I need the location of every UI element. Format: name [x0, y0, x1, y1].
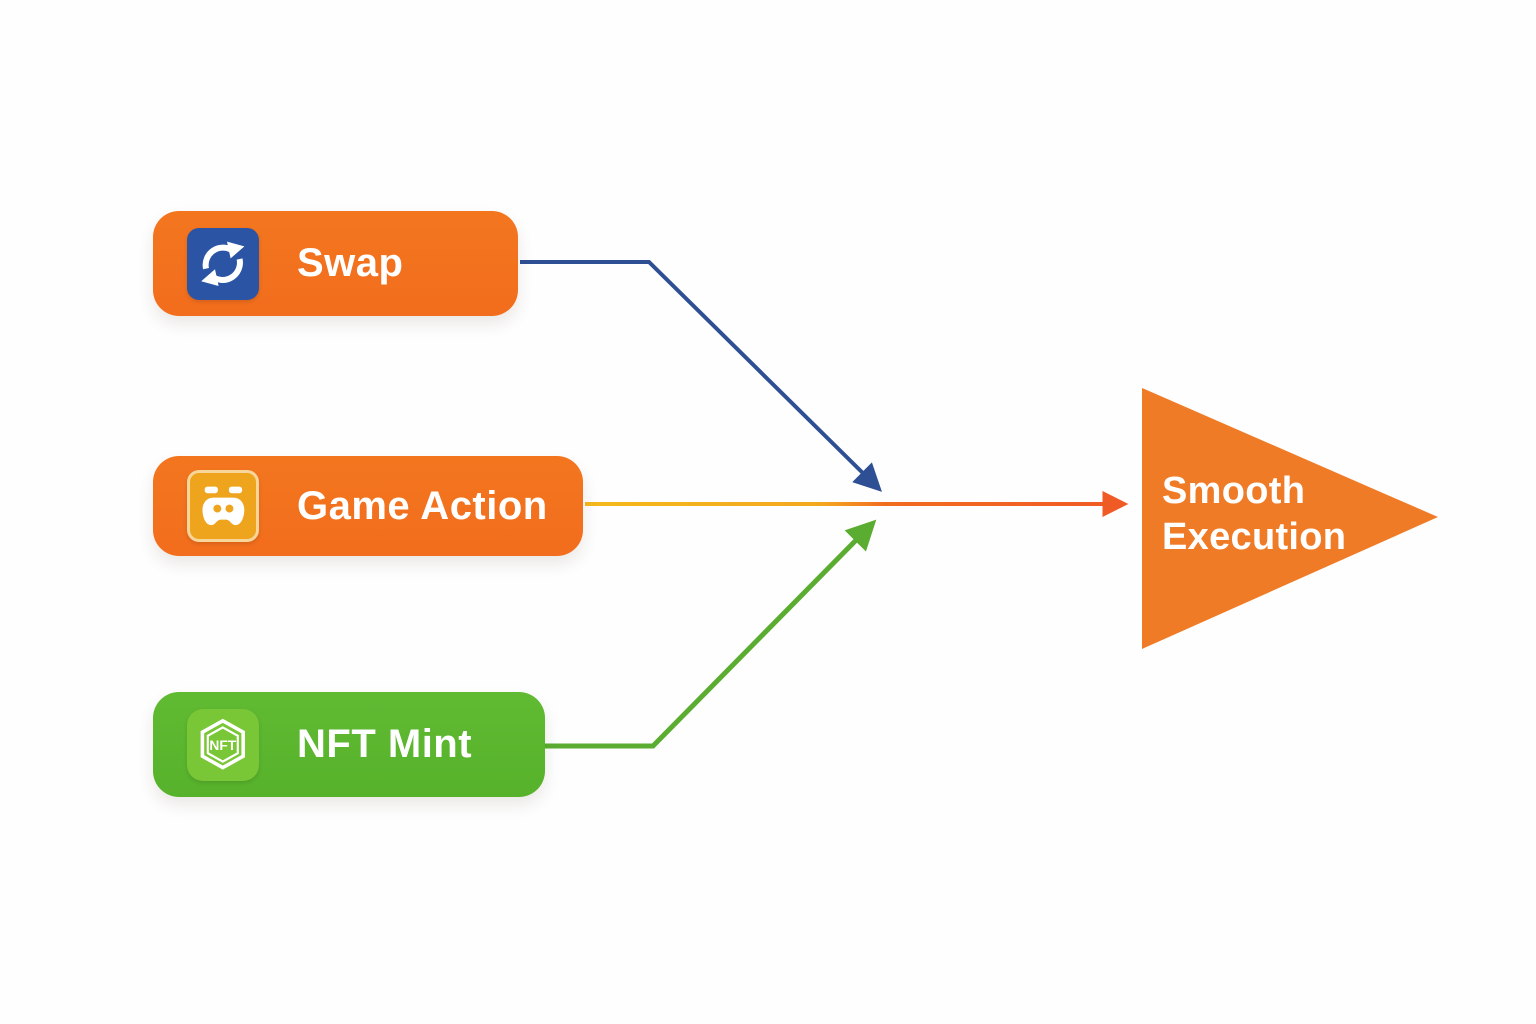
smooth-execution-label: Smooth Execution	[1162, 470, 1347, 559]
connector-nft-mint	[545, 519, 877, 749]
nft-icon-text: NFT	[210, 738, 237, 753]
node-nft-mint: NFT NFT Mint	[153, 692, 545, 797]
node-game-action-label: Game Action	[297, 483, 548, 528]
nft-hexagon-icon: NFT	[187, 708, 259, 781]
node-swap: Swap	[153, 211, 518, 316]
smooth-execution-triangle	[1142, 388, 1438, 649]
gamepad-icon	[187, 470, 259, 542]
node-swap-label: Swap	[297, 241, 404, 285]
swap-sync-icon	[187, 227, 259, 300]
node-game-action: Game Action	[153, 456, 583, 556]
node-nft-mint-label: NFT Mint	[297, 722, 473, 766]
connector-swap	[520, 260, 882, 492]
